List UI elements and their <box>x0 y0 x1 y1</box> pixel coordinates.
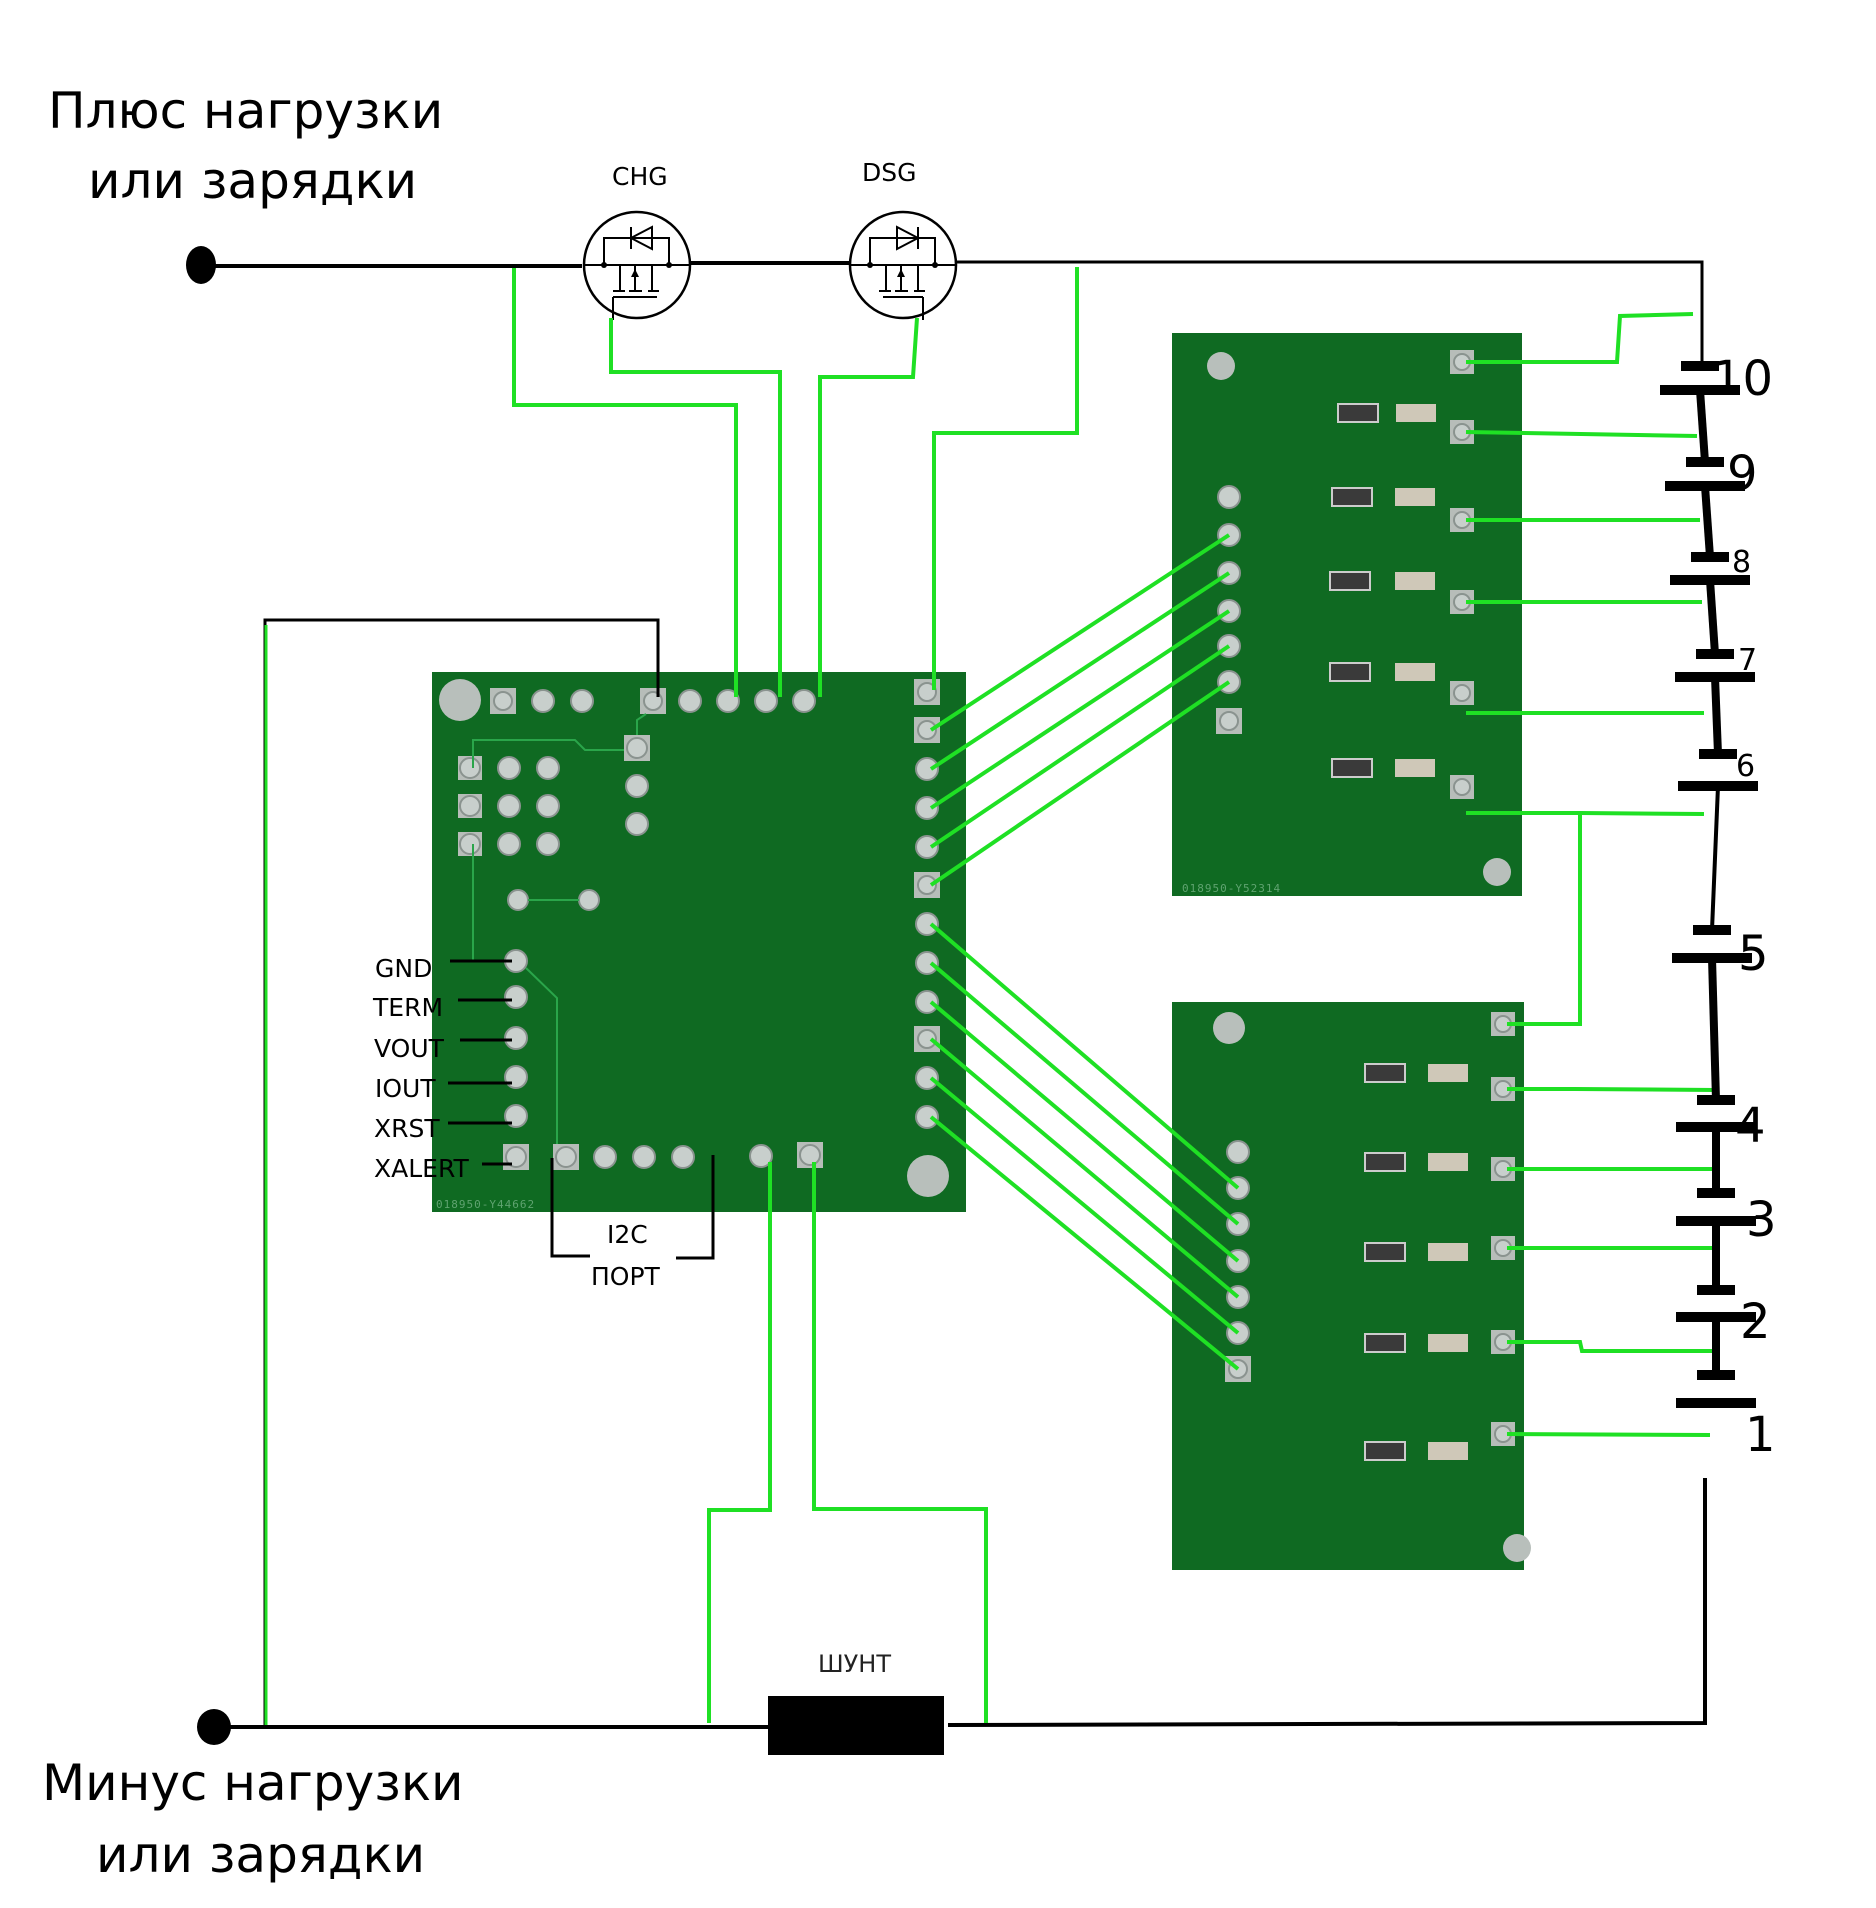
battery-cell-number: 10 <box>1712 351 1773 407</box>
battery-negative-plate <box>1693 925 1731 935</box>
battery-cell-number: 7 <box>1738 643 1757 678</box>
chg-mosfet-label: CHG <box>612 162 668 191</box>
battery-cell-number: 9 <box>1727 446 1758 502</box>
chg-mosfet-symbol <box>582 210 692 320</box>
battery-cell-number: 5 <box>1738 926 1769 982</box>
battery-cell: 9 <box>1665 446 1758 502</box>
minus-terminal-label-line1: Минус нагрузки <box>42 1754 464 1812</box>
pin-label-term: TERM <box>372 993 443 1022</box>
battery-negative-plate <box>1697 1285 1735 1295</box>
wire-charge-sense <box>512 268 738 697</box>
battery-negative-plate <box>1691 552 1729 562</box>
battery-positive-plate <box>1676 1398 1756 1408</box>
shunt-resistor <box>768 1696 944 1755</box>
battery-interconnect <box>1696 389 1709 463</box>
battery-cell: 4 <box>1676 1095 1766 1154</box>
balance-top-silkscreen: 018950-Y52314 <box>1182 882 1281 895</box>
battery-bottom-wire <box>947 1478 1707 1727</box>
balance-links-top <box>929 533 1231 887</box>
battery-cell: 6 <box>1678 749 1758 791</box>
wire-shunt-sense-1 <box>707 1162 772 1723</box>
shunt-label: ШУНТ <box>818 1650 891 1678</box>
pin-label-xrst: XRST <box>374 1114 440 1143</box>
battery-tap-wires <box>1465 312 1718 1437</box>
battery-negative-plate <box>1699 749 1737 759</box>
battery-cell: 3 <box>1676 1188 1777 1248</box>
main-pcb-silkscreen: 018950-Y44662 <box>436 1198 535 1211</box>
battery-negative-plate <box>1697 1188 1735 1198</box>
mounting-hole <box>907 1155 949 1197</box>
right-pin-column <box>914 679 940 1129</box>
battery-cell-number: 2 <box>1740 1294 1771 1350</box>
battery-cell: 1 <box>1676 1370 1776 1463</box>
balance-pcb-top: 018950-Y52314 <box>1172 333 1522 896</box>
battery-cell-number: 8 <box>1732 545 1751 580</box>
battery-cell: 2 <box>1676 1285 1771 1350</box>
battery-negative-plate <box>1697 1095 1735 1105</box>
wire-dsg-gate <box>818 317 919 697</box>
balance-top-right-pads <box>1450 350 1474 799</box>
balance-links-bottom <box>929 922 1240 1371</box>
minus-terminal-label-line2: или зарядки <box>96 1826 425 1884</box>
wire-pack-plus <box>932 267 1079 690</box>
plus-terminal-label-line1: Плюс нагрузки <box>48 82 443 140</box>
battery-interconnect <box>1711 676 1722 755</box>
balance-pcb-bottom <box>1172 1002 1531 1570</box>
battery-interconnect <box>1710 785 1720 931</box>
balance-top-components <box>1329 403 1436 778</box>
i2c-label-line2: ПОРТ <box>591 1262 661 1291</box>
battery-cell-number: 6 <box>1736 749 1755 784</box>
plus-terminal-label-line2: или зарядки <box>88 152 417 210</box>
battery-cell: 5 <box>1672 925 1769 982</box>
pin-label-iout: IOUT <box>375 1074 436 1103</box>
pin-label-gnd: GND <box>375 954 432 983</box>
battery-cell: 10 <box>1660 351 1773 407</box>
i2c-label-line1: I2C <box>607 1220 648 1249</box>
balance-bottom-components <box>1364 1063 1468 1461</box>
battery-negative-plate <box>1696 649 1734 659</box>
i2c-bracket <box>550 1155 715 1260</box>
dsg-mosfet-symbol <box>848 210 958 320</box>
wire-chg-gate <box>609 318 782 697</box>
main-pcb: 018950-Y44662 <box>432 672 966 1212</box>
battery-interconnect <box>1706 579 1719 655</box>
wire-shunt-sense-2 <box>812 1162 988 1723</box>
battery-stack: 10 9 8 7 6 5 4 3 2 1 <box>1660 351 1777 1463</box>
mounting-hole <box>439 679 481 721</box>
battery-interconnect <box>1708 957 1720 1101</box>
pin-labels: GND TERM VOUT IOUT XRST XALERT <box>372 954 512 1183</box>
battery-interconnect <box>1701 485 1714 558</box>
plus-terminal-dot <box>186 246 216 284</box>
battery-cell-number: 1 <box>1745 1407 1776 1463</box>
battery-top-wire <box>956 260 1704 370</box>
battery-negative-plate <box>1681 361 1719 371</box>
battery-negative-plate <box>1686 457 1724 467</box>
battery-negative-plate <box>1697 1370 1735 1380</box>
dsg-mosfet-label: DSG <box>862 158 917 187</box>
pin-label-xalert: XALERT <box>374 1154 470 1183</box>
pin-label-vout: VOUT <box>374 1034 445 1063</box>
battery-cell-number: 3 <box>1746 1192 1777 1248</box>
battery-cell-number: 4 <box>1735 1098 1766 1154</box>
